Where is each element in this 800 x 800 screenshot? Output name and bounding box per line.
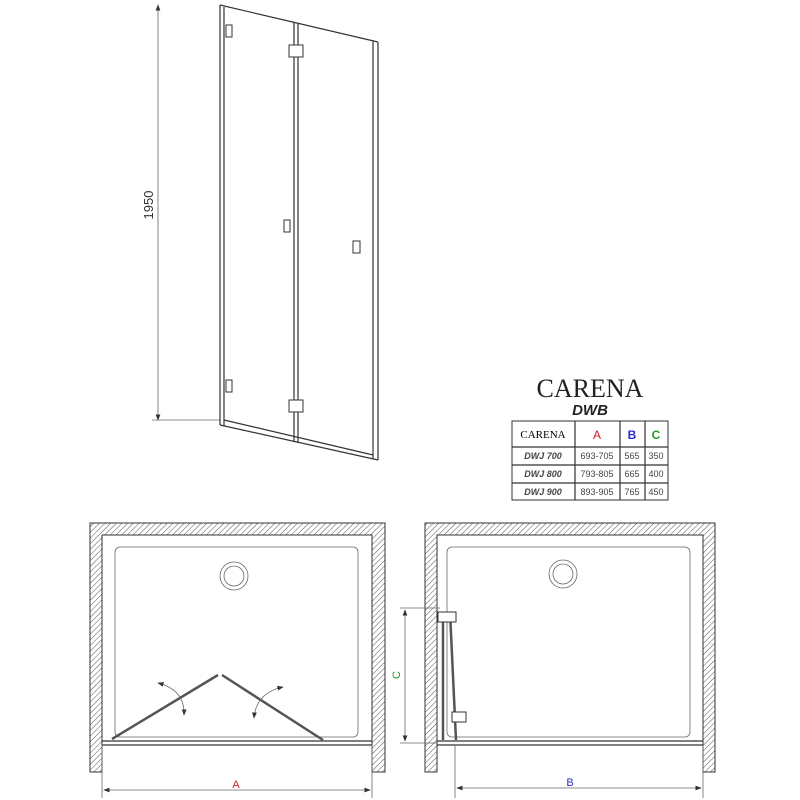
hinge bbox=[225, 379, 233, 393]
table-cell-b: 665 bbox=[624, 469, 639, 479]
table-cell-a: 793-805 bbox=[580, 469, 613, 479]
shower-tray bbox=[446, 546, 691, 738]
wall-hatching bbox=[89, 522, 386, 773]
table-cell-c: 350 bbox=[648, 451, 663, 461]
swing-arrow-icon bbox=[157, 682, 187, 716]
plan-view-folded-in: A bbox=[89, 522, 386, 798]
product-title: CARENA bbox=[537, 374, 644, 403]
hinge bbox=[437, 611, 457, 623]
table-cell-c: 450 bbox=[648, 487, 663, 497]
drain bbox=[548, 559, 578, 589]
table-cell-model: DWJ 900 bbox=[524, 487, 562, 497]
product-subtitle: DWB bbox=[572, 402, 608, 419]
plan-view-folded-open: C B bbox=[391, 522, 716, 798]
table-cell-a: 693-705 bbox=[580, 451, 613, 461]
hinge bbox=[288, 44, 304, 58]
drain bbox=[219, 561, 249, 591]
shower-tray bbox=[114, 546, 359, 738]
table-header-b: B bbox=[628, 428, 637, 442]
hinge bbox=[225, 24, 233, 38]
table-cell-model: DWJ 800 bbox=[524, 469, 562, 479]
hinge bbox=[451, 711, 467, 723]
handle bbox=[283, 219, 291, 233]
table-header-c: C bbox=[652, 428, 661, 442]
glass-panel bbox=[111, 673, 219, 741]
table-cell-model: DWJ 700 bbox=[524, 451, 562, 461]
height-label: 1950 bbox=[141, 191, 156, 220]
door-frame bbox=[219, 4, 379, 461]
swing-arrow-icon bbox=[252, 685, 284, 719]
table-cell-c: 400 bbox=[648, 469, 663, 479]
table-cell-a: 893-905 bbox=[580, 487, 613, 497]
dimension-label-c: C bbox=[391, 671, 403, 679]
wall-hatching bbox=[424, 522, 716, 773]
glass-panel bbox=[221, 673, 324, 742]
hinges bbox=[225, 24, 361, 413]
door-elevation: 1950 bbox=[141, 4, 379, 461]
table-header-a: A bbox=[593, 428, 601, 442]
dimension-label-b: B bbox=[566, 777, 573, 789]
table-header-model: CARENA bbox=[520, 429, 565, 441]
dimension-table: CARENA A B C DWJ 700 693-705 565 350 DWJ… bbox=[511, 420, 669, 501]
door-fold-seam bbox=[293, 22, 299, 443]
handle bbox=[352, 240, 361, 254]
dimension-label-a: A bbox=[232, 779, 240, 791]
table-cell-b: 565 bbox=[624, 451, 639, 461]
table-cell-b: 765 bbox=[624, 487, 639, 497]
hinge bbox=[288, 399, 304, 413]
